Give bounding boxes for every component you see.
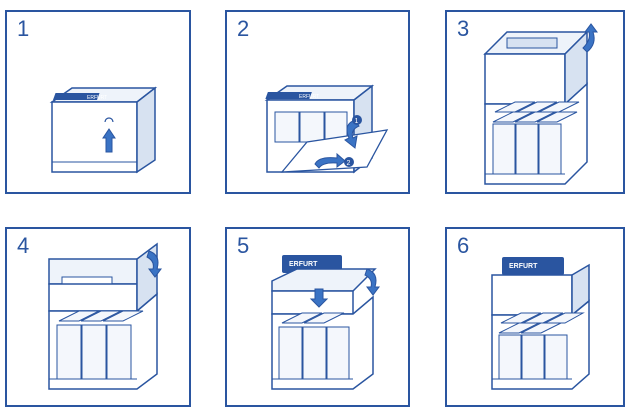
closed-box-illustration: ERFURT <box>49 86 158 174</box>
box-brand-label: ERFURT <box>87 95 107 101</box>
tear-arrows-icon: 1 2 <box>314 115 362 169</box>
step-number: 4 <box>17 233 30 258</box>
fold-lid-illustration <box>48 242 162 390</box>
up-arrow-icon <box>102 128 116 153</box>
step-panel-1: 1 ERFURT <box>5 10 191 194</box>
step-number: 6 <box>457 233 470 258</box>
finished-display-illustration: ERFURT <box>491 257 590 390</box>
step-number: 5 <box>237 233 250 258</box>
svg-text:2: 2 <box>347 160 351 167</box>
header-brand-label: ERFURT <box>509 263 538 270</box>
step-panel-2: 2 ERFURT 1 2 <box>225 10 410 194</box>
box-brand-label: ERFURT <box>299 94 319 100</box>
opening-front-illustration: ERFURT 1 2 <box>264 84 389 174</box>
svg-text:1: 1 <box>355 118 359 125</box>
lift-arrow-icon <box>582 23 598 53</box>
fold-down-arrow-icon <box>146 250 162 278</box>
step-panel-5: 5 ERFURT <box>225 227 410 407</box>
step-number: 1 <box>17 16 30 41</box>
step-panel-6: 6 ERFURT <box>445 227 625 407</box>
step-panel-4: 4 <box>5 227 191 407</box>
insert-arrow-icon <box>309 268 380 308</box>
header-brand-label: ERFURT <box>289 261 318 268</box>
lift-lid-illustration <box>483 23 598 185</box>
step-number: 3 <box>457 16 470 41</box>
step-panel-3: 3 <box>445 10 625 194</box>
insert-header-illustration: ERFURT <box>271 255 380 390</box>
step-number: 2 <box>237 16 250 41</box>
